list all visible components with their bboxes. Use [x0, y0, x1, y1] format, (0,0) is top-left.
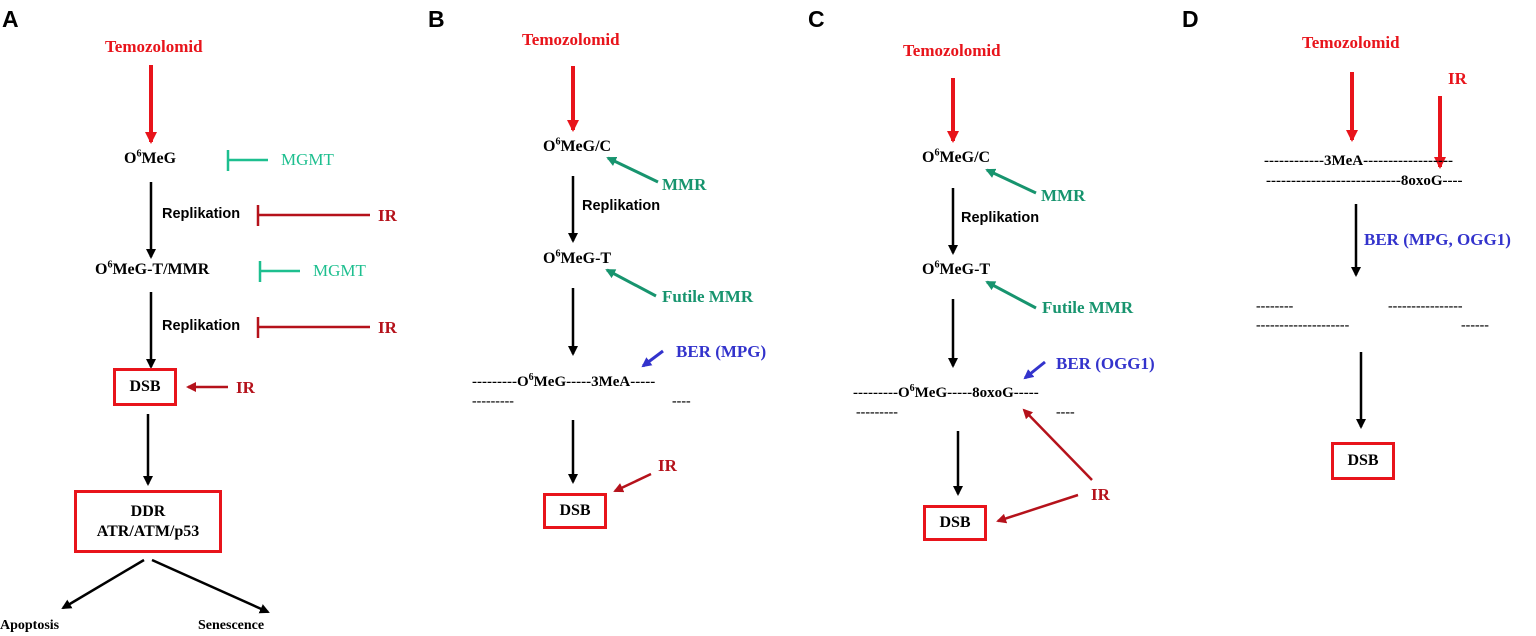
b-mmr-arrow	[606, 156, 659, 184]
c-ber-arrow	[1023, 360, 1046, 380]
a-apoptosis-arrow	[61, 558, 145, 610]
c-futile-arrow	[985, 280, 1037, 310]
d-dsb-label: DSB	[1347, 452, 1379, 469]
a-ir3-label: IR	[236, 378, 255, 397]
a-o6meg-label: O6MeG	[124, 148, 177, 167]
c-dsb-label: DSB	[939, 514, 971, 531]
panel-b-letter: B	[428, 6, 445, 32]
b-futile-arrow	[605, 268, 657, 298]
c-ir-label: IR	[1091, 485, 1110, 504]
panel-c-letter: C	[808, 6, 825, 32]
d-gap-strand-bottom-right: ------	[1461, 318, 1489, 333]
c-o6megc-label: O6MeG/C	[922, 147, 991, 166]
b-replikation-label: Replikation	[582, 198, 661, 214]
c-dsb-box: DSB	[923, 505, 987, 541]
b-dna-strand-top: ---------O6MeG-----3MeA-----	[472, 372, 656, 390]
a-mgmt2-label: MGMT	[313, 261, 366, 280]
c-dna-strand-top: ---------O6MeG-----8oxoG-----	[853, 383, 1039, 401]
c-replikation-label: Replikation	[961, 210, 1040, 226]
a-ddr-box: DDR ATR/ATM/p53	[74, 490, 222, 553]
c-temozolomid-label: Temozolomid	[903, 41, 1001, 60]
b-dsb-label: DSB	[559, 502, 591, 519]
a-ddr-label: DDR	[130, 502, 166, 520]
b-mmr-label: MMR	[662, 175, 707, 194]
panel-d-letter: D	[1182, 6, 1199, 32]
c-mmr-label: MMR	[1041, 186, 1086, 205]
a-mgmt1-label: MGMT	[281, 150, 334, 169]
c-ir-to-8oxog-arrow	[1022, 408, 1093, 481]
a-dsb-label: DSB	[129, 378, 161, 395]
b-ber-arrow	[641, 349, 664, 368]
d-dna-strand-8oxog: ---------------------------8oxoG----	[1266, 173, 1463, 189]
a-replikation1-label: Replikation	[162, 206, 241, 222]
d-temozolomid-label: Temozolomid	[1302, 33, 1400, 52]
b-ber-mpg-label: BER (MPG)	[676, 342, 767, 361]
a-senescence-arrow	[151, 558, 270, 614]
d-gap-strand-top-right: ----------------	[1388, 299, 1463, 314]
a-o6megt-mmr-label: O6MeG-T/MMR	[95, 259, 210, 278]
d-gap-strand-bottom-left: --------------------	[1256, 318, 1350, 333]
a-replikation2-label: Replikation	[162, 318, 241, 334]
d-dna-strand-3mea: ------------3MeA------------------	[1264, 153, 1454, 169]
b-ir-label: IR	[658, 456, 677, 475]
d-gap-strand-top-left: --------	[1256, 299, 1294, 314]
b-o6megc-label: O6MeG/C	[543, 136, 612, 155]
b-futile-mmr-label: Futile MMR	[662, 287, 754, 306]
b-dsb-box: DSB	[543, 493, 607, 529]
c-dna-strand-bottom-left: ---------	[856, 405, 898, 420]
a-apoptosis-label: Apoptosis	[0, 618, 60, 633]
c-o6megt-label: O6MeG-T	[922, 259, 991, 278]
a-temozolomid-label: Temozolomid	[105, 37, 203, 56]
panel-a-letter: A	[2, 6, 19, 32]
d-ber-mpg-ogg1-label: BER (MPG, OGG1)	[1364, 230, 1511, 249]
b-temozolomid-label: Temozolomid	[522, 30, 620, 49]
b-o6megt-label: O6MeG-T	[543, 248, 612, 267]
b-dna-strand-bottom-right: ----	[672, 394, 691, 409]
c-dna-strand-bottom-right: ----	[1056, 405, 1075, 420]
b-ir-arrow	[613, 472, 652, 493]
d-dsb-box: DSB	[1331, 442, 1395, 480]
a-senescence-label: Senescence	[198, 618, 265, 633]
c-ber-ogg1-label: BER (OGG1)	[1056, 354, 1155, 373]
b-dna-strand-bottom-left: ---------	[472, 394, 514, 409]
a-ir2-label: IR	[378, 318, 397, 337]
a-ir1-label: IR	[378, 206, 397, 225]
a-dsb-box: DSB	[113, 368, 177, 406]
c-ir-to-dsb-arrow	[996, 493, 1079, 524]
c-mmr-arrow	[985, 168, 1037, 195]
c-futile-mmr-label: Futile MMR	[1042, 298, 1134, 317]
a-atr-atm-p53-label: ATR/ATM/p53	[96, 522, 200, 540]
d-ir-label: IR	[1448, 69, 1467, 88]
